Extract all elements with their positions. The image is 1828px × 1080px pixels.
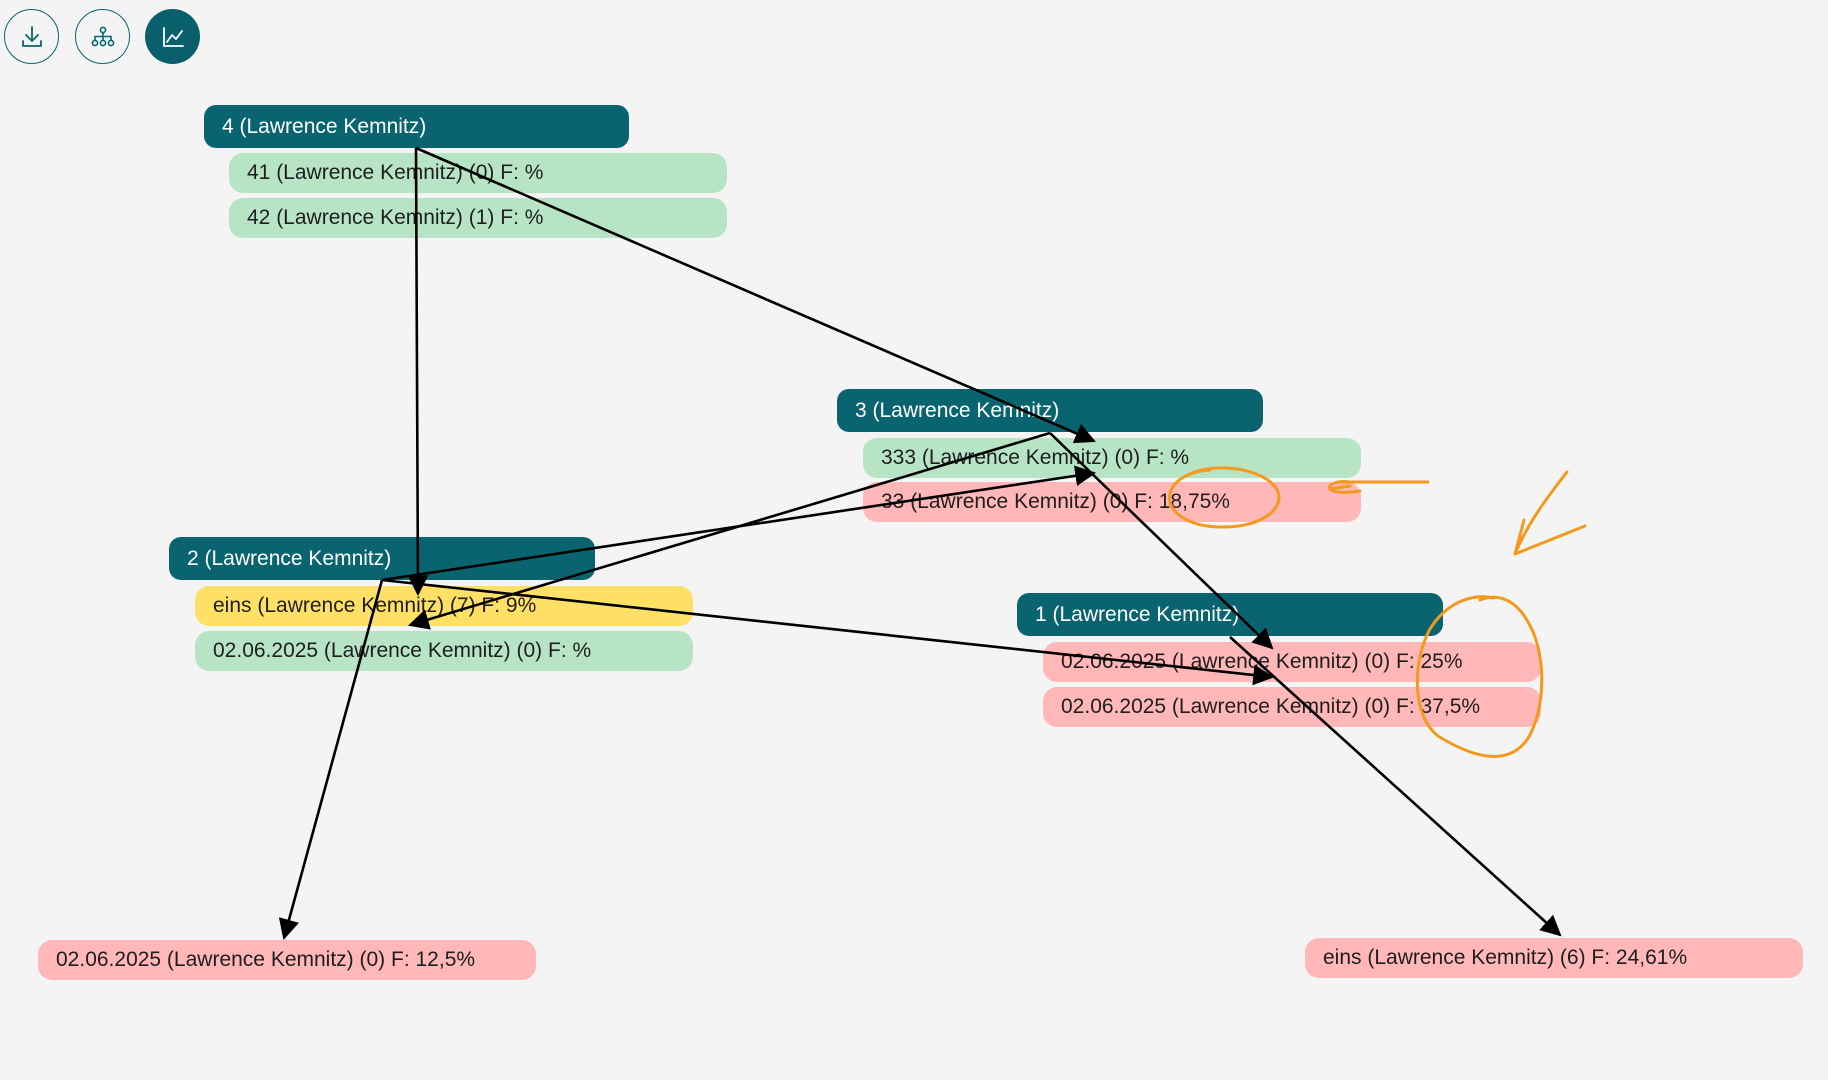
download-button[interactable] (4, 9, 59, 64)
group-2-row-date[interactable]: 02.06.2025 (Lawrence Kemnitz) (0) F: % (195, 631, 693, 671)
group-1-row-25[interactable]: 02.06.2025 (Lawrence Kemnitz) (0) F: 25% (1043, 642, 1541, 682)
group-2-header[interactable]: 2 (Lawrence Kemnitz) (169, 537, 595, 580)
group-4-row-42[interactable]: 42 (Lawrence Kemnitz) (1) F: % (229, 198, 727, 238)
node-bottom-right[interactable]: eins (Lawrence Kemnitz) (6) F: 24,61% (1305, 938, 1803, 978)
group-1-header[interactable]: 1 (Lawrence Kemnitz) (1017, 593, 1443, 636)
annotation-arrow-down-left (1513, 470, 1587, 556)
group-3-header[interactable]: 3 (Lawrence Kemnitz) (837, 389, 1263, 432)
hierarchy-button[interactable] (75, 9, 130, 64)
download-icon (21, 25, 42, 47)
group-1-row-37-5[interactable]: 02.06.2025 (Lawrence Kemnitz) (0) F: 37,… (1043, 687, 1541, 727)
node-bottom-left[interactable]: 02.06.2025 (Lawrence Kemnitz) (0) F: 12,… (38, 940, 536, 980)
group-3-row-33[interactable]: 33 (Lawrence Kemnitz) (0) F: 18,75% (863, 482, 1361, 522)
group-2-row-eins[interactable]: eins (Lawrence Kemnitz) (7) F: 9% (195, 586, 693, 626)
group-4-header[interactable]: 4 (Lawrence Kemnitz) (204, 105, 629, 148)
hierarchy-icon (91, 26, 114, 46)
group-3-row-333[interactable]: 333 (Lawrence Kemnitz) (0) F: % (863, 438, 1361, 478)
chart-button[interactable] (145, 9, 200, 64)
group-4-row-41[interactable]: 41 (Lawrence Kemnitz) (0) F: % (229, 153, 727, 193)
line-chart-icon (162, 26, 184, 47)
